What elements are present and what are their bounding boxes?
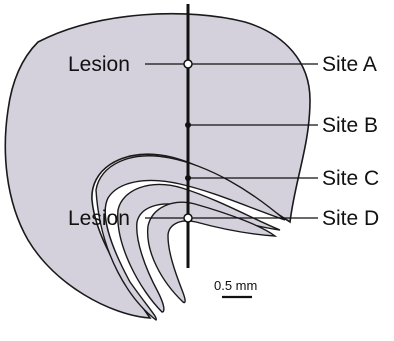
site-d-label: Site D	[322, 207, 379, 230]
site-c-label: Site C	[322, 167, 379, 190]
lesion-lower-label: Lesion	[68, 207, 130, 230]
scale-bar-label: 0.5 mm	[214, 278, 257, 293]
lesion-upper-label: Lesion	[68, 53, 130, 76]
site-a-label: Site A	[322, 53, 377, 76]
site-b-label: Site B	[322, 114, 378, 137]
lesion-marker-upper	[184, 60, 192, 68]
lesion-marker-lower	[184, 214, 192, 222]
